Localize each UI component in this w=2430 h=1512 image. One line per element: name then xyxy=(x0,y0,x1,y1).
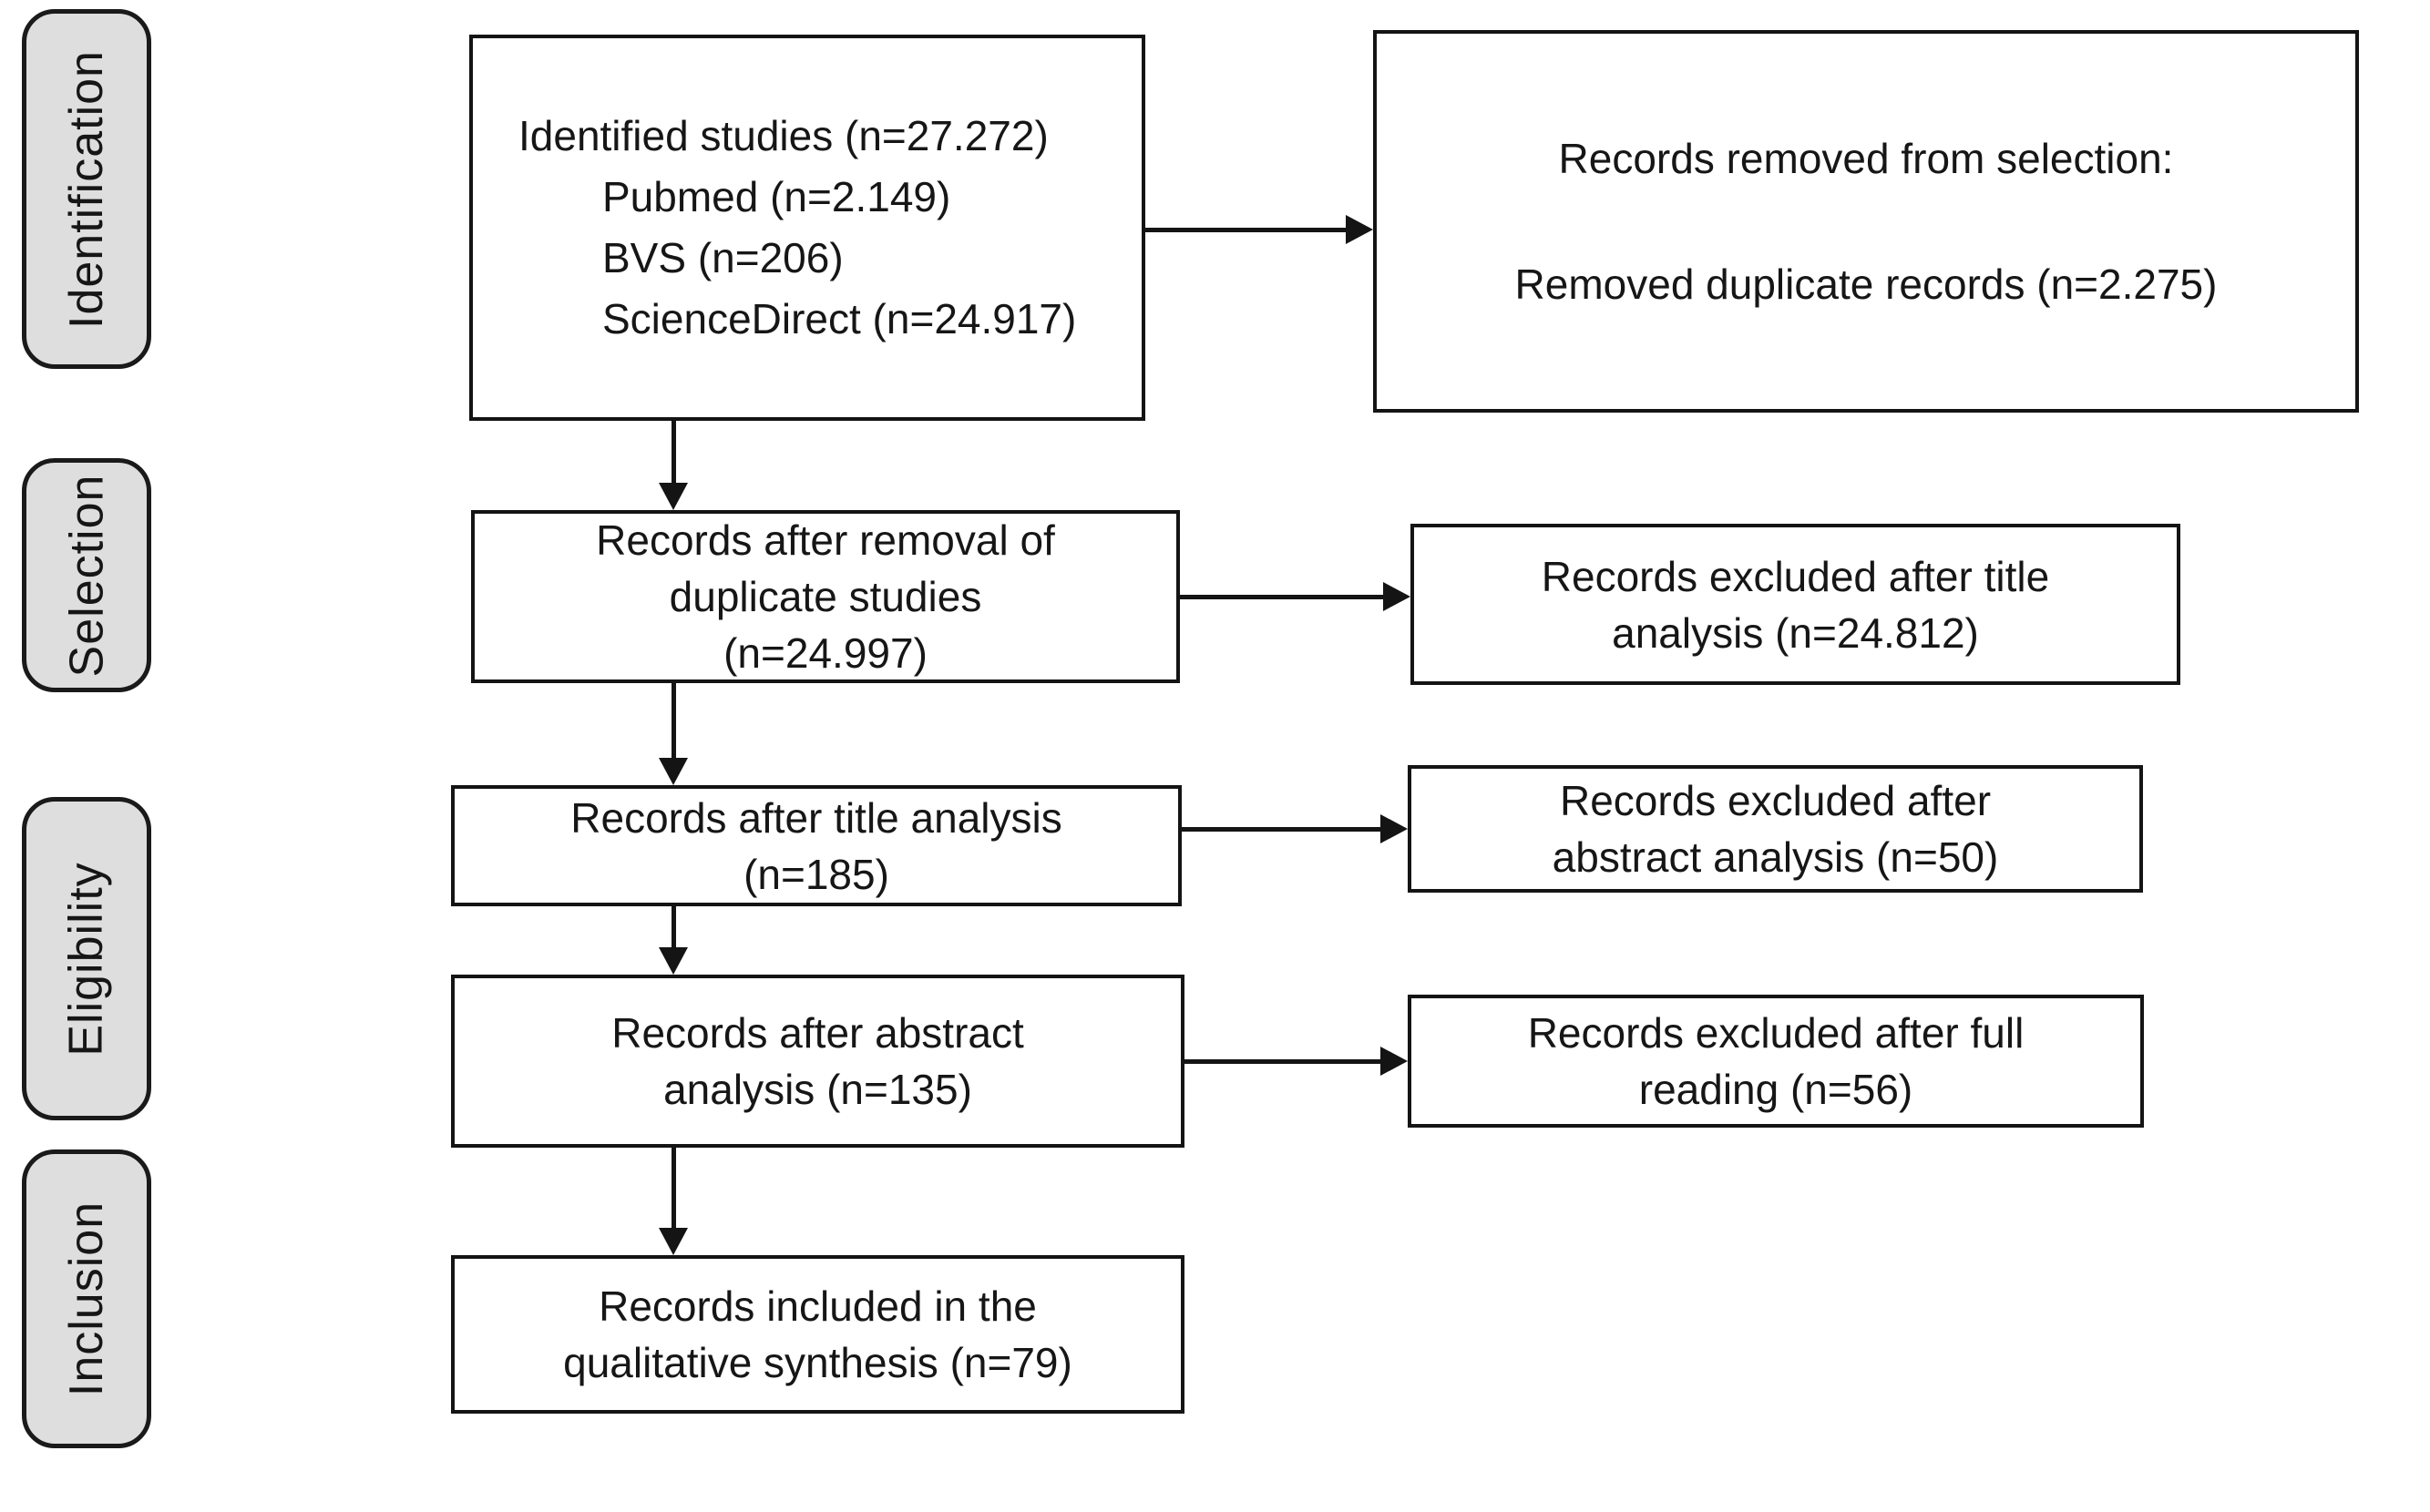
stage-label-identification: Identification xyxy=(22,9,151,369)
box-after-title-analysis: Records after title analysis (n=185) xyxy=(451,785,1182,906)
arrowhead-right-icon xyxy=(1383,582,1410,611)
box-line: Records after abstract xyxy=(611,1009,1024,1057)
box-line: duplicate studies xyxy=(669,573,982,620)
arrowhead-right-icon xyxy=(1346,215,1373,244)
box-excluded-full-reading: Records excluded after full reading (n=5… xyxy=(1408,995,2144,1128)
box-after-duplicate-removal: Records after removal of duplicate studi… xyxy=(471,510,1180,683)
stage-label-text: Identification xyxy=(60,49,113,329)
box-line: Records excluded after full xyxy=(1527,1009,2025,1057)
arrow-after-duplicates-to-after-title xyxy=(672,683,676,758)
arrowhead-down-icon xyxy=(659,1228,688,1255)
box-line: qualitative synthesis (n=79) xyxy=(563,1339,1072,1386)
stage-label-selection: Selection xyxy=(22,458,151,692)
box-records-removed: Records removed from selection: Removed … xyxy=(1373,30,2359,413)
box-after-abstract-analysis: Records after abstract analysis (n=135) xyxy=(451,975,1184,1148)
arrow-after-title-to-after-abstract xyxy=(672,906,676,947)
box-line: Records removed from selection: xyxy=(1558,135,2174,182)
arrowhead-down-icon xyxy=(659,483,688,510)
stage-label-inclusion: Inclusion xyxy=(22,1149,151,1448)
box-line: abstract analysis (n=50) xyxy=(1552,833,1999,881)
stage-label-text: Eligibility xyxy=(60,861,114,1057)
stage-label-text: Inclusion xyxy=(60,1200,114,1397)
arrow-after-abstract-to-excluded-full xyxy=(1184,1059,1380,1064)
arrow-after-title-to-excluded-abstract xyxy=(1182,827,1380,832)
arrow-after-abstract-to-included xyxy=(672,1148,676,1228)
box-included-qualitative-synthesis: Records included in the qualitative synt… xyxy=(451,1255,1184,1414)
box-line: Removed duplicate records (n=2.275) xyxy=(1514,261,2218,308)
box-line: analysis (n=135) xyxy=(663,1066,972,1113)
arrow-identified-to-after-duplicates xyxy=(672,421,676,489)
stage-label-text: Selection xyxy=(60,474,114,677)
stage-label-eligibility: Eligibility xyxy=(22,797,151,1120)
box-excluded-title-analysis: Records excluded after title analysis (n… xyxy=(1410,524,2180,685)
box-line: Records included in the xyxy=(599,1282,1037,1330)
box-line: analysis (n=24.812) xyxy=(1612,608,1979,657)
box-line: Identified studies (n=27.272) xyxy=(518,112,1049,159)
box-line: Records excluded after xyxy=(1559,777,1992,824)
box-line: (n=185) xyxy=(743,850,889,898)
box-line: Records after title analysis xyxy=(570,793,1062,842)
box-identified-studies: Identified studies (n=27.272) Pubmed (n=… xyxy=(469,35,1145,421)
box-line: Pubmed (n=2.149) xyxy=(602,173,951,220)
box-excluded-abstract-analysis: Records excluded after abstract analysis… xyxy=(1408,765,2143,893)
box-line: (n=24.997) xyxy=(723,629,928,677)
box-line: Records after removal of xyxy=(596,516,1055,564)
box-line: reading (n=56) xyxy=(1638,1066,1913,1113)
arrowhead-right-icon xyxy=(1380,1047,1408,1076)
box-line: ScienceDirect (n=24.917) xyxy=(602,295,1077,342)
arrowhead-down-icon xyxy=(659,758,688,785)
arrowhead-down-icon xyxy=(659,947,688,975)
arrow-after-duplicates-to-excluded-title xyxy=(1180,595,1383,599)
box-line: Records excluded after title xyxy=(1541,552,2050,600)
box-line: BVS (n=206) xyxy=(602,234,844,281)
arrowhead-right-icon xyxy=(1380,814,1408,843)
arrow-identified-to-removed xyxy=(1145,228,1346,232)
